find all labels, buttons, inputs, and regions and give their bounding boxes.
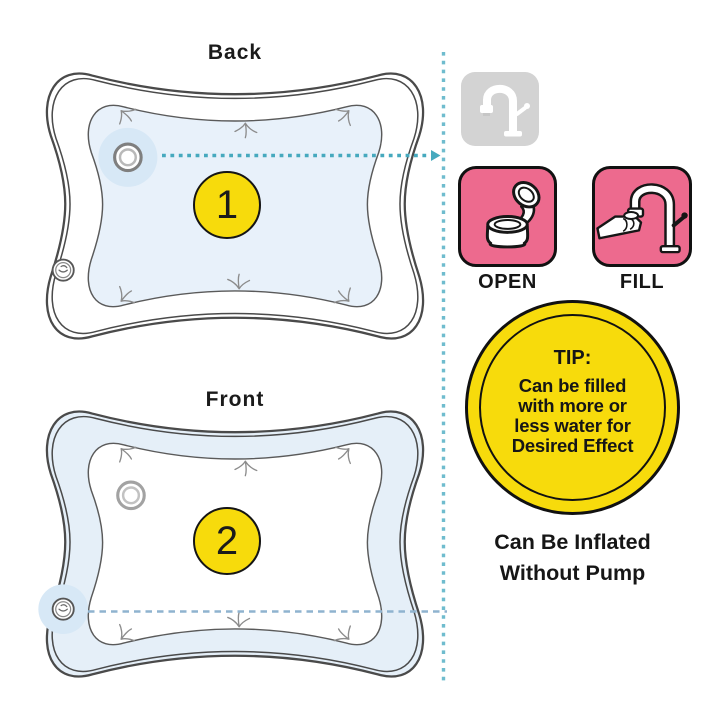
tip-text: TIP: Can be filled with more or less wat… <box>468 297 677 506</box>
corner-valve-icon <box>51 258 75 282</box>
back-step-marker: 1 <box>193 171 261 239</box>
inflation-note-line2: Without Pump <box>499 561 646 585</box>
tip-line: less water for <box>514 415 631 436</box>
tip-line: Desired Effect <box>511 435 634 456</box>
fill-step-label: FILL <box>619 271 665 293</box>
back-panel-title: Back <box>207 41 263 64</box>
front-step-marker: 2 <box>193 507 261 575</box>
inflation-note: Can Be Inflated Without Pump <box>452 527 693 589</box>
back-step-number: 1 <box>215 182 239 227</box>
front-panel-title: Front <box>205 388 265 411</box>
water-valve-icon <box>116 480 146 511</box>
faucet-icon <box>480 84 530 137</box>
water-valve-icon <box>113 142 143 173</box>
tip-heading: TIP: <box>553 347 592 369</box>
fill-step-card <box>592 166 692 267</box>
mat-inner-edge-line <box>51 78 419 335</box>
open-step-label: OPEN <box>478 271 537 293</box>
tip-badge: TIP: Can be filled with more or less wat… <box>465 300 680 515</box>
tip-line: with more or <box>518 395 627 416</box>
open-valve-icon <box>485 181 541 249</box>
front-step-number: 2 <box>215 518 239 563</box>
corner-valve-icon <box>51 597 75 621</box>
water-source-card <box>461 72 539 146</box>
open-step-card <box>458 166 557 267</box>
tip-line: Can be filled <box>518 375 627 396</box>
inflation-note-line1: Can Be Inflated <box>494 530 651 554</box>
fill-faucet-icon <box>596 183 688 254</box>
